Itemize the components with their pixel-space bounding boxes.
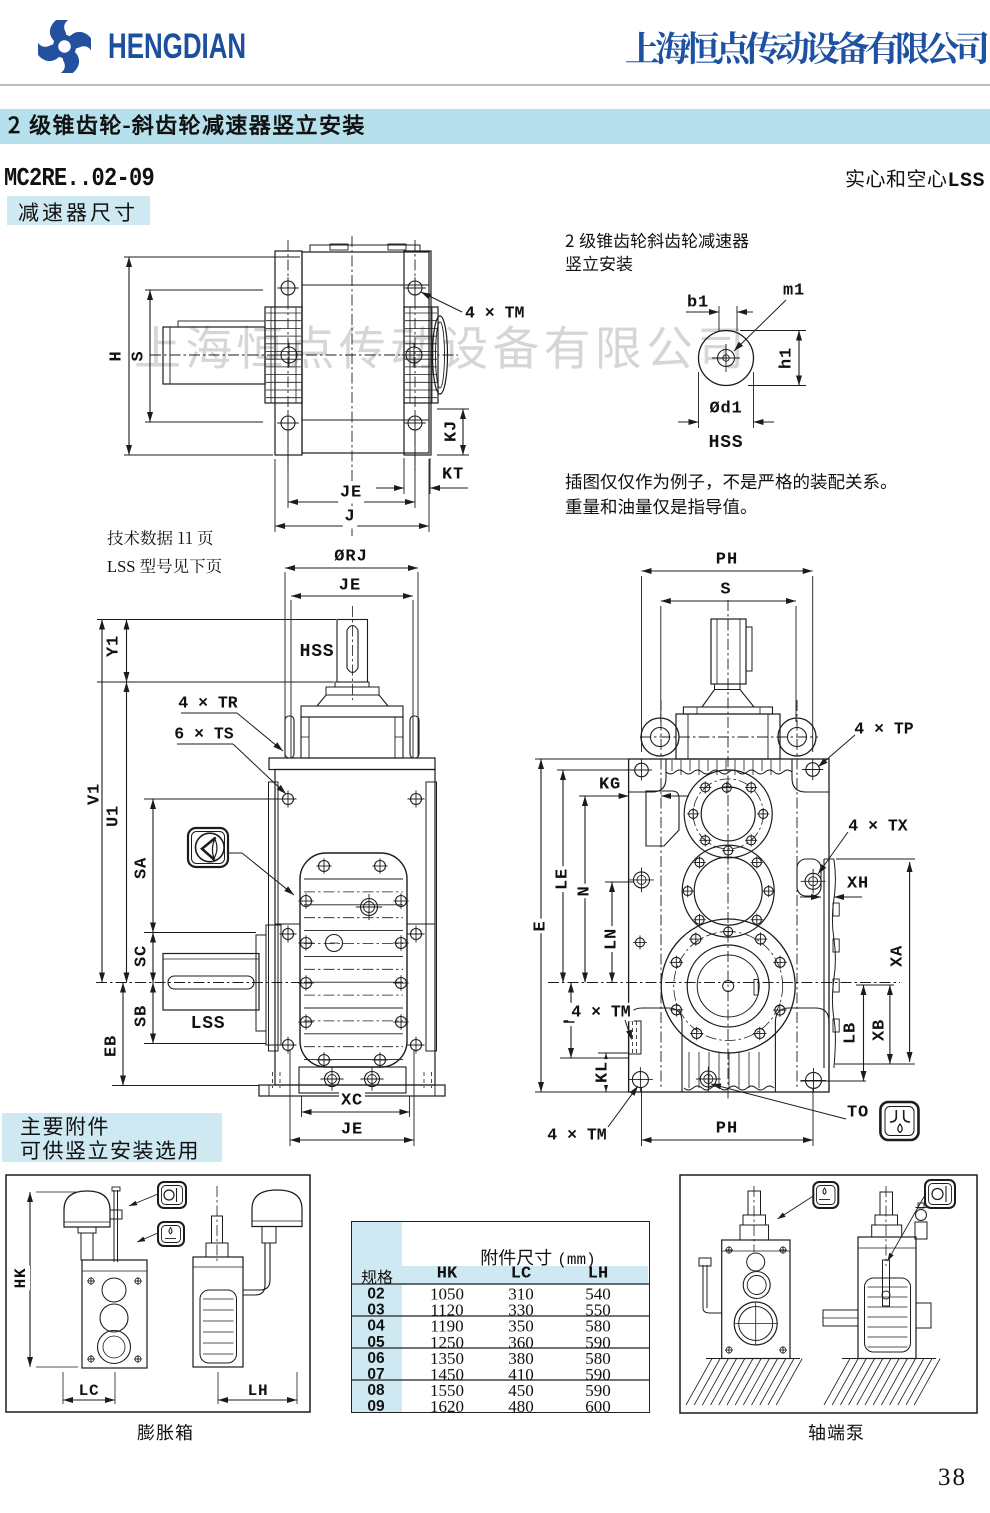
- svg-text:1120: 1120: [430, 1301, 463, 1320]
- svg-text:JE: JE: [339, 577, 361, 596]
- svg-text:KG: KG: [599, 776, 621, 795]
- svg-text:03: 03: [367, 1302, 385, 1319]
- svg-text:310: 310: [508, 1285, 534, 1304]
- svg-text:m1: m1: [783, 282, 805, 301]
- svg-text:EB: EB: [103, 1035, 122, 1057]
- svg-text:360: 360: [508, 1333, 534, 1352]
- svg-text:LC: LC: [79, 1382, 100, 1400]
- svg-text:4 × TM: 4 × TM: [465, 304, 525, 323]
- svg-text:N: N: [576, 885, 595, 896]
- svg-text:J: J: [344, 508, 355, 527]
- svg-text:1190: 1190: [430, 1317, 463, 1336]
- svg-text:480: 480: [508, 1397, 534, 1416]
- svg-text:450: 450: [508, 1381, 534, 1400]
- svg-text:HSS: HSS: [300, 642, 335, 662]
- svg-text:HK: HK: [437, 1265, 458, 1284]
- svg-text:600: 600: [585, 1397, 611, 1416]
- svg-text:Y1: Y1: [105, 635, 124, 657]
- svg-text:U1: U1: [105, 805, 124, 827]
- svg-text:XB: XB: [871, 1019, 890, 1041]
- svg-text:1350: 1350: [430, 1349, 464, 1368]
- svg-text:LB: LB: [842, 1022, 861, 1044]
- svg-text:KT: KT: [442, 466, 464, 485]
- svg-text:KJ: KJ: [443, 420, 462, 442]
- svg-text:05: 05: [367, 1334, 385, 1351]
- svg-text:LH: LH: [248, 1382, 269, 1400]
- svg-text:LSS: LSS: [191, 1014, 226, 1034]
- svg-text:02: 02: [367, 1286, 384, 1303]
- svg-text:4 × TX: 4 × TX: [848, 817, 908, 836]
- svg-text:1550: 1550: [430, 1381, 464, 1400]
- svg-text:SC: SC: [133, 945, 152, 967]
- svg-text:JE: JE: [340, 484, 362, 503]
- svg-text:XA: XA: [889, 945, 908, 967]
- svg-text:E: E: [532, 920, 551, 931]
- svg-text:1250: 1250: [430, 1333, 464, 1352]
- svg-text:08: 08: [367, 1382, 385, 1399]
- svg-text:TO: TO: [847, 1104, 869, 1123]
- svg-text:SB: SB: [133, 1005, 152, 1027]
- svg-text:590: 590: [585, 1333, 611, 1352]
- svg-text:350: 350: [508, 1317, 534, 1336]
- svg-text:4 × TM: 4 × TM: [547, 1126, 607, 1145]
- svg-text:XC: XC: [341, 1092, 363, 1111]
- svg-text:6 × TS: 6 × TS: [174, 725, 234, 744]
- svg-text:4 × TM: 4 × TM: [571, 1003, 631, 1022]
- svg-text:04: 04: [367, 1318, 385, 1335]
- svg-text:07: 07: [367, 1366, 384, 1383]
- svg-text:S: S: [130, 350, 149, 361]
- svg-text:4 × TP: 4 × TP: [854, 720, 914, 739]
- svg-text:580: 580: [585, 1317, 611, 1336]
- svg-text:590: 590: [585, 1381, 611, 1400]
- svg-text:1620: 1620: [430, 1397, 464, 1416]
- svg-text:b1: b1: [687, 294, 709, 313]
- svg-text:590: 590: [585, 1365, 611, 1384]
- svg-text:4 × TR: 4 × TR: [178, 694, 238, 713]
- svg-text:06: 06: [367, 1350, 385, 1367]
- svg-text:PH: PH: [716, 1120, 738, 1139]
- svg-text:JE: JE: [341, 1121, 363, 1140]
- svg-text:Ød1: Ød1: [709, 400, 742, 419]
- svg-text:V1: V1: [86, 783, 105, 805]
- svg-text:09: 09: [367, 1398, 385, 1415]
- svg-text:LN: LN: [603, 928, 622, 950]
- svg-text:H: H: [108, 350, 127, 361]
- svg-text:HSS: HSS: [709, 433, 744, 453]
- svg-text:330: 330: [508, 1301, 534, 1320]
- svg-text:PH: PH: [716, 551, 738, 570]
- svg-text:SA: SA: [133, 857, 152, 879]
- svg-text:KL: KL: [594, 1061, 613, 1083]
- svg-text:580: 580: [585, 1349, 611, 1368]
- svg-text:XH: XH: [847, 875, 869, 894]
- svg-text:LE: LE: [554, 868, 573, 890]
- svg-text:380: 380: [508, 1349, 534, 1368]
- svg-text:410: 410: [508, 1365, 534, 1384]
- svg-text:HK: HK: [12, 1268, 30, 1289]
- svg-text:S: S: [720, 581, 731, 600]
- svg-text:h1: h1: [778, 347, 797, 369]
- svg-text:550: 550: [585, 1301, 611, 1320]
- svg-text:1050: 1050: [430, 1285, 464, 1304]
- svg-text:LC: LC: [511, 1265, 531, 1284]
- svg-text:LH: LH: [588, 1265, 608, 1284]
- svg-text:ØRJ: ØRJ: [334, 548, 368, 567]
- svg-text:540: 540: [585, 1285, 611, 1304]
- svg-text:1450: 1450: [430, 1365, 464, 1384]
